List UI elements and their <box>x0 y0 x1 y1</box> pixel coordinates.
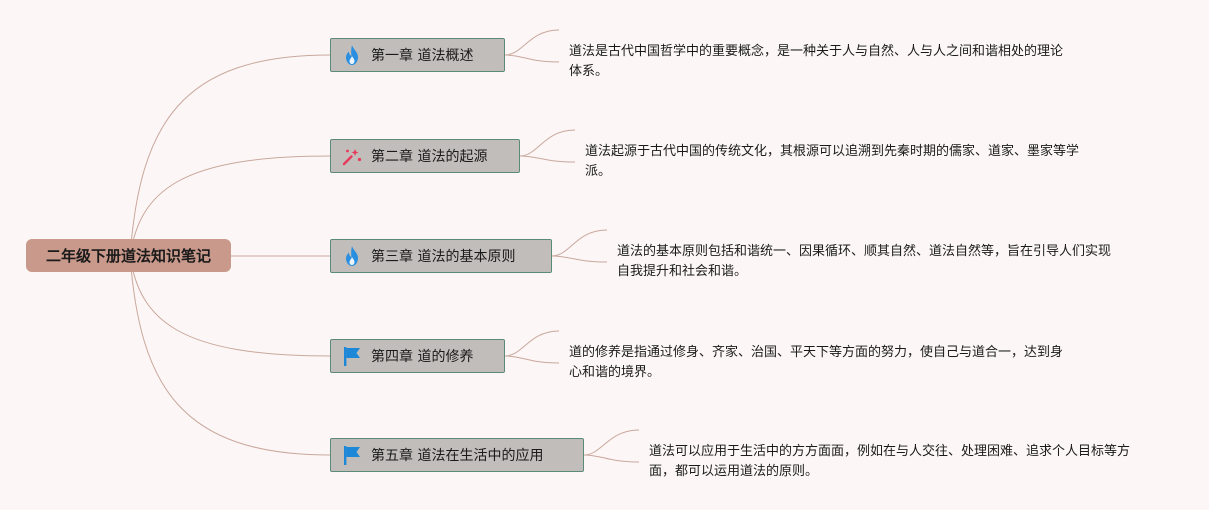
chapter-5-description: 道法可以应用于生活中的方方面面，例如在与人交往、处理困难、追求个人目标等方面，都… <box>649 444 1131 479</box>
chapter-4-label: 第四章 道的修养 <box>371 349 474 365</box>
detail-branch-bottom-2 <box>519 155 576 163</box>
detail-branch-top-1 <box>504 29 560 56</box>
chapter-5-label: 第五章 道法在生活中的应用 <box>371 448 544 464</box>
detail-branch-bottom-3 <box>551 255 608 263</box>
detail-branch-top-3 <box>551 229 608 257</box>
root-branch-4 <box>129 255 331 357</box>
detail-branch-top-5 <box>583 429 640 456</box>
detail-branch-bottom-1 <box>504 54 560 63</box>
chapter-3-description: 道法的基本原则包括和谐统一、因果循环、顺其自然、道法自然等，旨在引导人们实现自我… <box>617 244 1112 279</box>
root-topic[interactable]: 二年级下册道法知识笔记 <box>26 239 231 272</box>
sparkle-icon <box>340 144 364 168</box>
chapter-1-label: 第一章 道法概述 <box>371 48 474 64</box>
root-title: 二年级下册道法知识笔记 <box>45 247 211 265</box>
flame-icon <box>340 244 364 268</box>
chapter-4-description: 道的修养是指通过修身、齐家、治国、平天下等方面的努力，使自己与道合一，达到身心和… <box>569 345 1064 380</box>
flag-icon <box>340 344 364 368</box>
detail-branch-bottom-4 <box>504 355 560 364</box>
root-branch-5 <box>129 255 331 456</box>
detail-branch-bottom-5 <box>583 454 640 463</box>
flame-icon <box>340 43 364 67</box>
chapter-5-node[interactable]: 第五章 道法在生活中的应用 <box>330 438 584 472</box>
chapter-1-node[interactable]: 第一章 道法概述 <box>330 38 505 72</box>
chapter-4-node[interactable]: 第四章 道的修养 <box>330 339 505 373</box>
root-branch-2 <box>129 155 331 257</box>
detail-branch-top-2 <box>519 129 576 157</box>
chapter-2-description: 道法起源于古代中国的传统文化，其根源可以追溯到先秦时期的儒家、道家、墨家等学派。 <box>585 144 1080 179</box>
flag-icon <box>340 443 364 467</box>
root-branch-1 <box>129 54 331 257</box>
chapter-3-node[interactable]: 第三章 道法的基本原则 <box>330 239 552 273</box>
chapter-2-label: 第二章 道法的起源 <box>371 149 488 165</box>
chapter-2-node[interactable]: 第二章 道法的起源 <box>330 139 520 173</box>
chapter-1-description: 道法是古代中国哲学中的重要概念，是一种关于人与自然、人与人之间和谐相处的理论体系… <box>569 44 1064 79</box>
detail-branch-top-4 <box>504 330 560 357</box>
chapter-3-label: 第三章 道法的基本原则 <box>371 249 516 265</box>
